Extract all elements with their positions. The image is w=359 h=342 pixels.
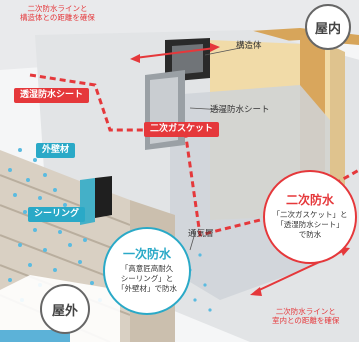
outside-text: 屋外 [51, 303, 78, 319]
outside-label: 屋外 [40, 284, 90, 334]
secondary-waterproof-bubble: 二次防水 「二次ガスケット」と 「透湿防水シート」 で防水 [263, 170, 357, 264]
exterior-wall-badge: 外壁材 [36, 143, 76, 158]
bottom-note-line-2: 室内との距離を確保 [272, 316, 340, 326]
vapor-sheet-badge: 透湿防水シート [14, 88, 90, 103]
primary-line-2: シーリング」と [120, 274, 174, 284]
bottom-note: 二次防水ラインと 室内との距離を確保 [272, 307, 339, 326]
primary-line-1: 「高意匠高耐久 [120, 264, 174, 274]
structure-label: 構造体 [236, 41, 262, 51]
secondary-title: 二次防水 [285, 193, 334, 208]
sealing-badge: シーリング [28, 207, 86, 222]
secondary-line-2: 「透湿防水シート」 [276, 220, 344, 230]
secondary-line-1: 「二次ガスケット」と [272, 210, 348, 220]
inside-text: 屋内 [314, 21, 341, 37]
top-note: 二次防水ラインと 構造体との距離を確保 [20, 4, 95, 23]
top-note-line-1: 二次防水ラインと [27, 4, 88, 13]
primary-line-3: 「外壁材」で防水 [117, 283, 177, 293]
primary-waterproof-bubble: 一次防水 「高意匠高耐久 シーリング」と 「外壁材」で防水 [103, 227, 191, 315]
inside-label: 屋内 [305, 4, 351, 50]
secondary-gasket-badge: 二次ガスケット [144, 122, 220, 137]
bottom-note-line-1: 二次防水ラインと [275, 307, 336, 316]
air-layer-label: 通気層 [188, 229, 214, 239]
primary-title: 一次防水 [122, 247, 171, 262]
secondary-line-3: で防水 [298, 229, 322, 239]
vapor-sheet-label: 透湿防水シート [210, 105, 270, 115]
top-note-line-2: 構造体との距離を確保 [20, 13, 95, 23]
